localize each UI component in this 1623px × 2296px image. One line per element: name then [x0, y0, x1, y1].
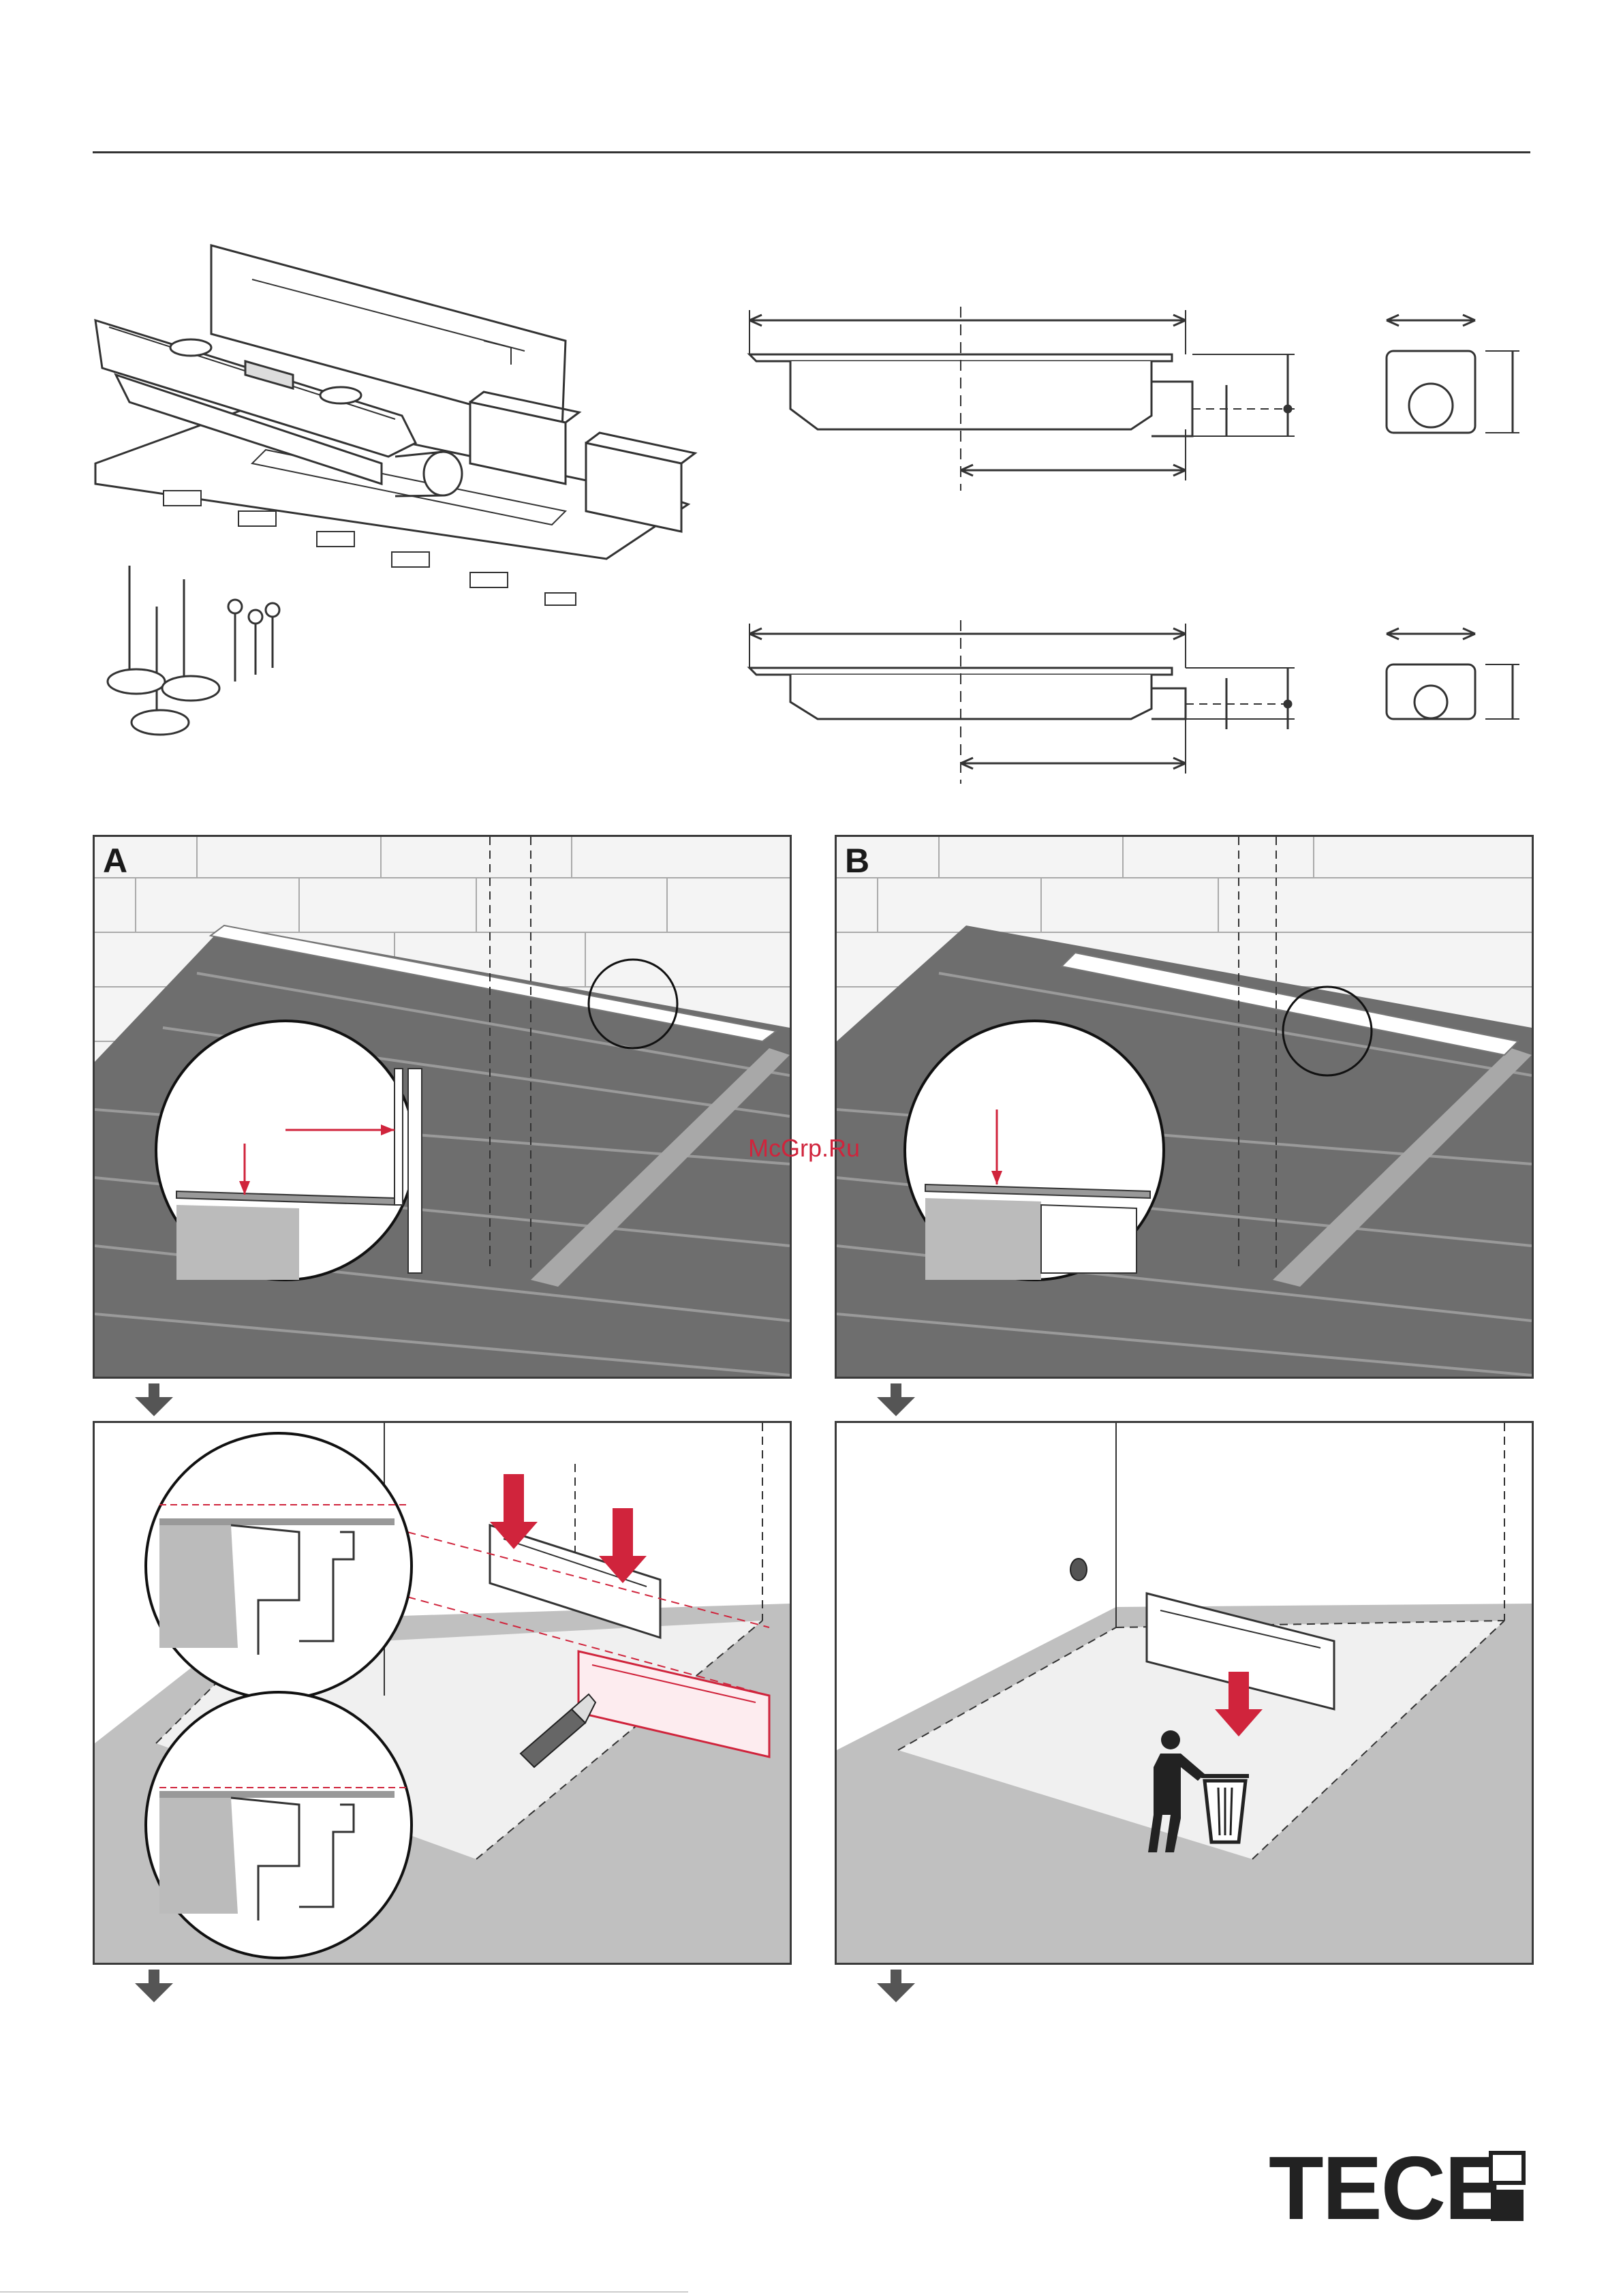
dimension-drawings: [736, 293, 1547, 797]
down-arrow-icon: [134, 1383, 174, 1418]
down-arrow-icon: [134, 1970, 174, 2004]
panel-b: B: [835, 835, 1534, 1379]
watermark-text: McGrp.Ru: [748, 1134, 860, 1163]
header-rule: [93, 151, 1530, 153]
panel-d: [835, 1421, 1534, 1965]
brand-name: TECE: [1269, 2143, 1503, 2233]
panel-a-label: A: [103, 841, 127, 881]
down-arrow-icon: [876, 1970, 916, 2004]
panel-b-label: B: [845, 841, 869, 881]
logo-square-icon: [1488, 2150, 1529, 2224]
panel-c: [93, 1421, 792, 1965]
component-illustration: [75, 239, 722, 756]
tece-logo: TECE: [1269, 2150, 1532, 2224]
panel-a: A: [93, 835, 792, 1379]
down-arrow-icon: [876, 1383, 916, 1418]
footer-rule: [0, 2291, 688, 2293]
